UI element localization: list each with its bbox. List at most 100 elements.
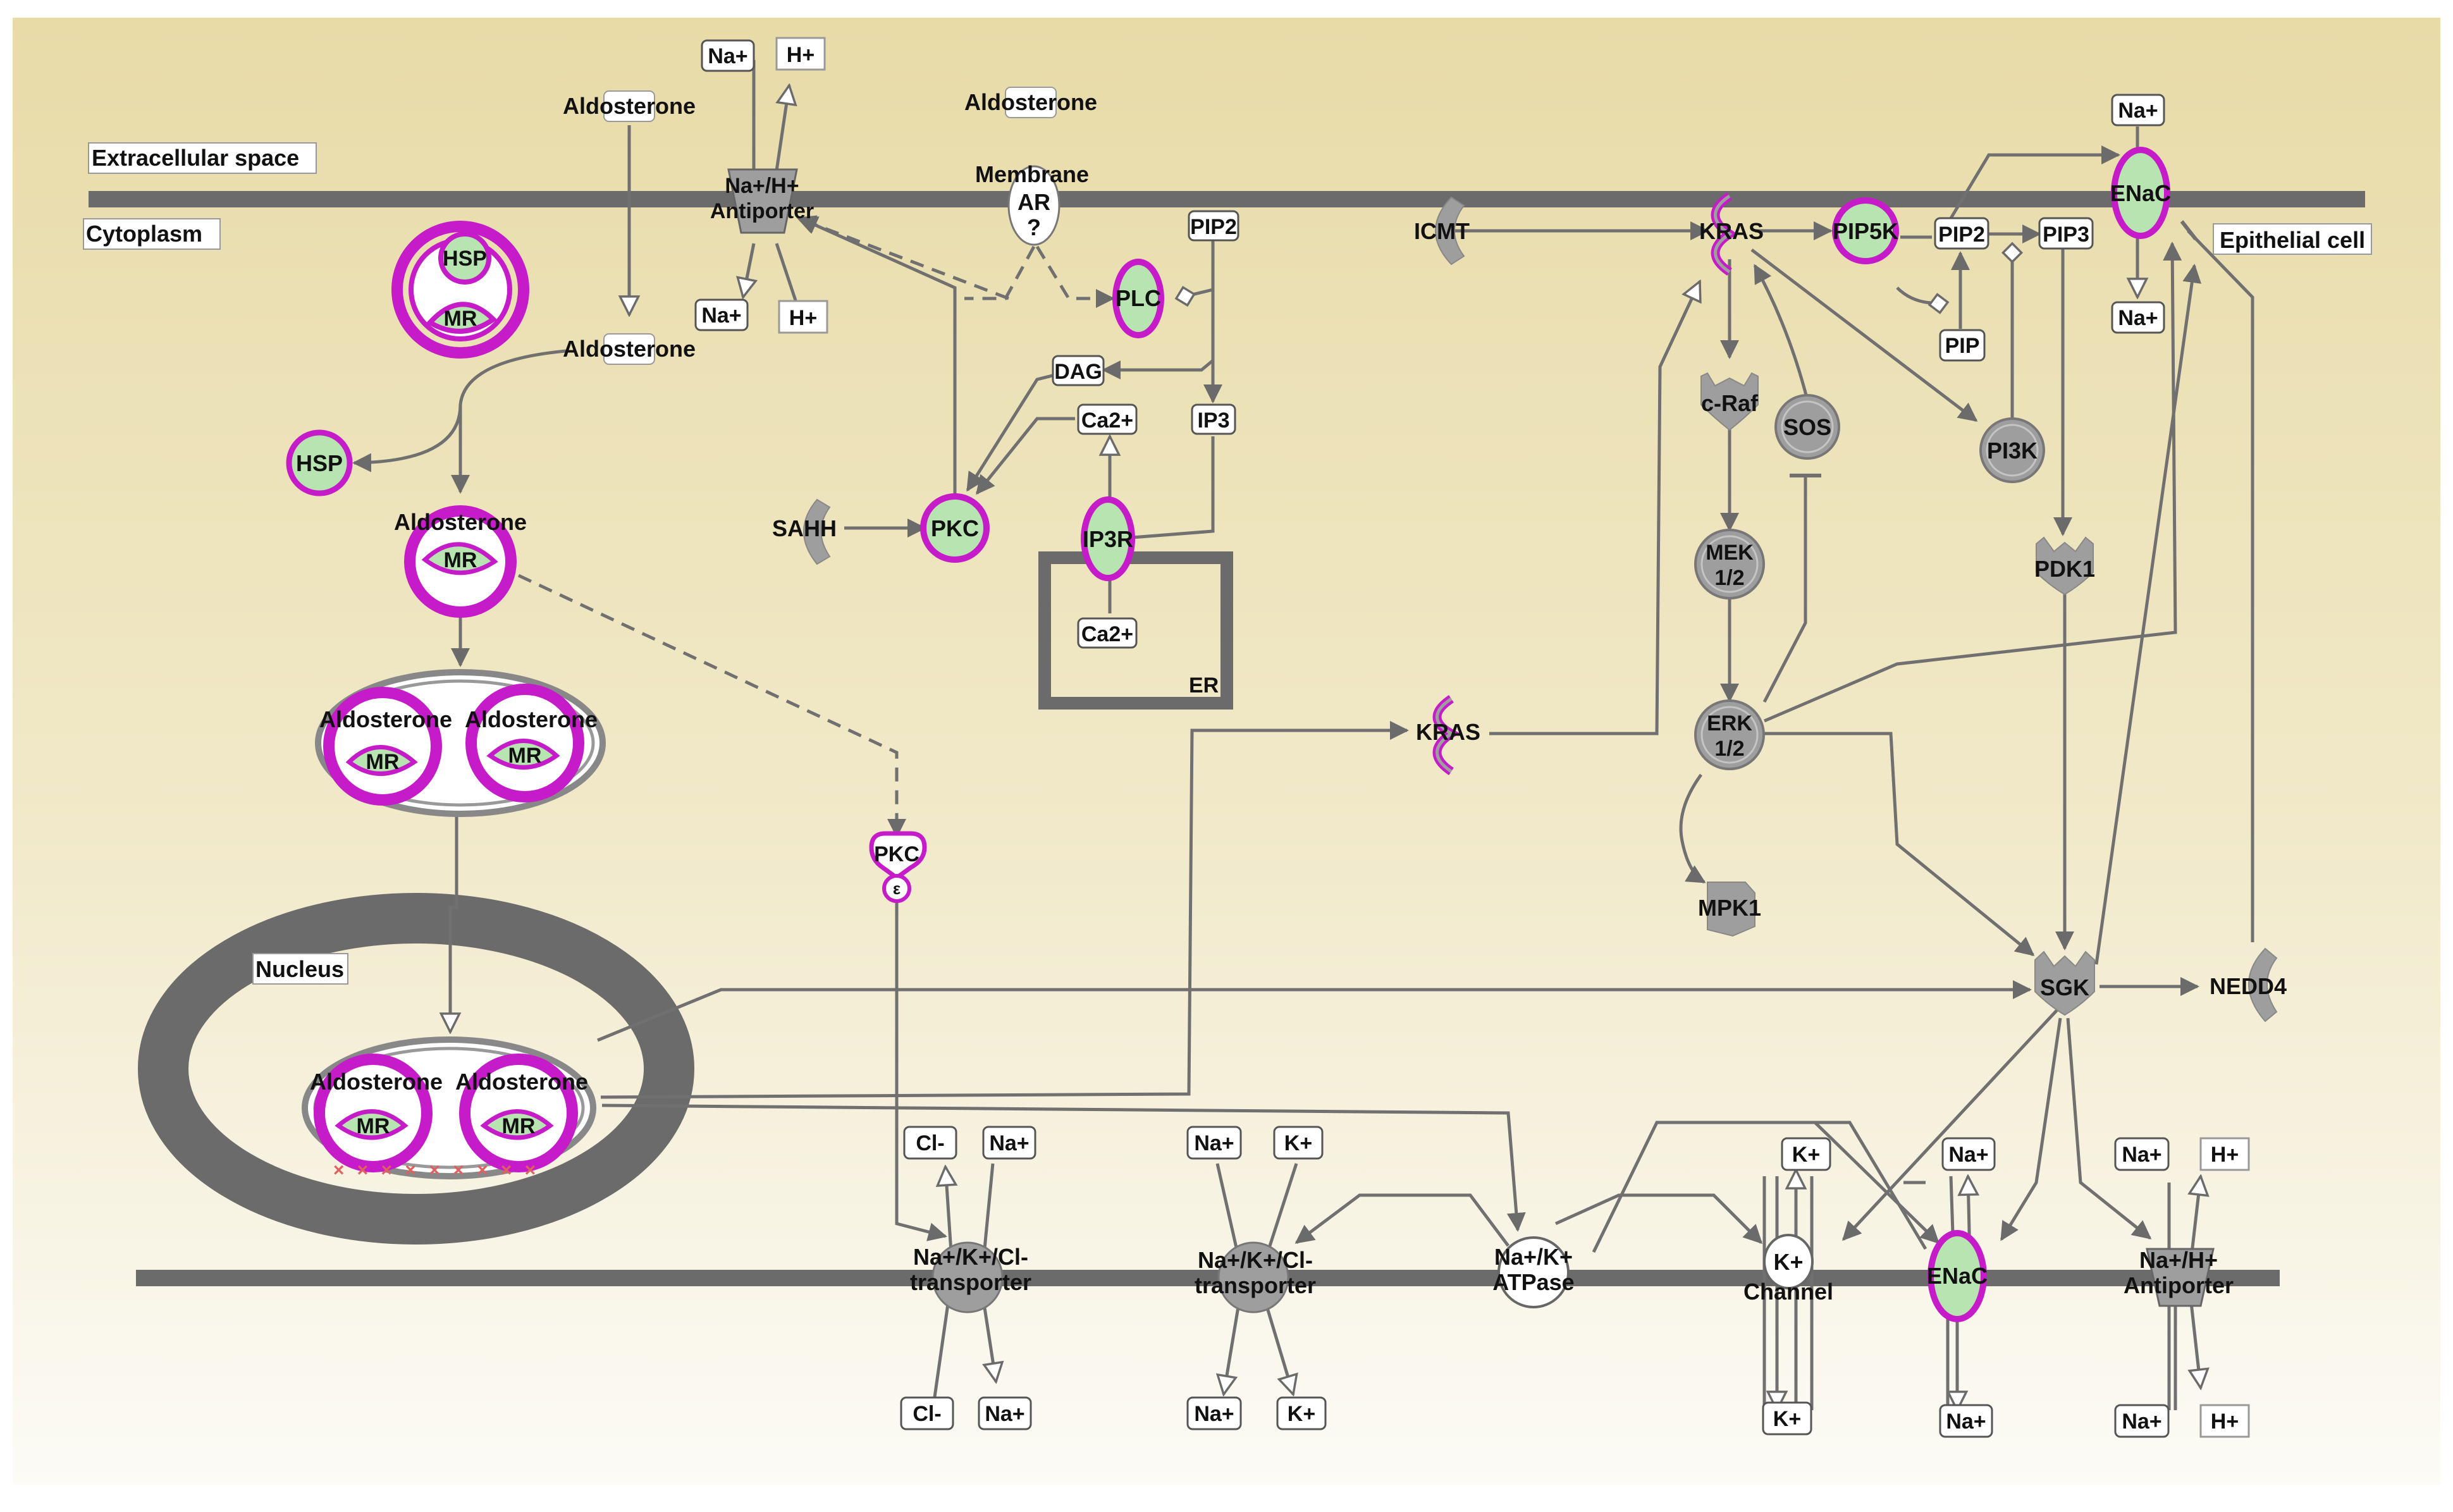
hsp-mr-complex[interactable]: HSP MR: [391, 221, 529, 359]
c-raf-kinase[interactable]: c-Raf: [1700, 372, 1759, 431]
svg-text:Nucleus: Nucleus: [255, 956, 344, 982]
svg-text:ENaC: ENaC: [2110, 180, 2171, 206]
plasma-membrane-basolateral: [136, 1270, 2280, 1286]
nedd4-ligase[interactable]: NEDD4: [2210, 947, 2287, 1023]
svg-text:AR: AR: [1017, 189, 1050, 215]
k-ion-out-channel: K+: [1781, 1137, 1831, 1171]
svg-text:Na+: Na+: [1194, 1131, 1234, 1155]
ip3-node[interactable]: IP3: [1191, 403, 1236, 435]
svg-text:Aldosterone: Aldosterone: [310, 1069, 443, 1095]
svg-text:1/2: 1/2: [1714, 566, 1744, 590]
na-ion-out-1: Na+: [982, 1126, 1036, 1160]
dag-node[interactable]: DAG: [1052, 355, 1105, 386]
svg-text:1/2: 1/2: [1714, 737, 1744, 761]
na-ion-nhe-in: Na+: [2114, 1404, 2170, 1438]
svg-text:PKC: PKC: [931, 515, 979, 541]
svg-text:Membrane: Membrane: [975, 161, 1089, 187]
pip2-node-plc[interactable]: PIP2: [1188, 210, 1239, 242]
svg-text:Cl-: Cl-: [916, 1131, 944, 1155]
mek-1-2-kinase[interactable]: MEK 1/2: [1694, 529, 1765, 599]
svg-text:DAG: DAG: [1054, 360, 1102, 384]
svg-text:Ca2+: Ca2+: [1081, 622, 1133, 646]
svg-text:PDK1: PDK1: [2034, 556, 2095, 582]
pkc-kinase[interactable]: PKC: [920, 493, 990, 563]
h-ion-cytoplasm: H+: [778, 300, 828, 334]
pi3k-kinase[interactable]: PI3K: [1979, 417, 2045, 483]
pip-node[interactable]: PIP: [1939, 329, 1986, 362]
svg-text:Aldosterone: Aldosterone: [455, 1069, 588, 1095]
aldosterone-mr-dimer-nucleus[interactable]: MR MR Aldosterone Aldosterone × × × × × …: [302, 1036, 596, 1181]
plc-enzyme[interactable]: PLC: [1112, 259, 1164, 338]
svg-text:SAHH: SAHH: [772, 515, 837, 541]
pip5k-kinase[interactable]: PIP5K: [1832, 197, 1899, 264]
calcium-cytoplasm[interactable]: Ca2+: [1077, 403, 1138, 435]
svg-text:KRAS: KRAS: [1699, 218, 1764, 244]
nucleus-label: Nucleus: [252, 953, 348, 985]
svg-text:SOS: SOS: [1783, 414, 1831, 440]
pdk1-kinase[interactable]: PDK1: [2034, 536, 2095, 596]
svg-text:K+: K+: [1284, 1131, 1312, 1155]
na-h-antiporter-basolateral[interactable]: Na+/H+ Antiporter: [2124, 1247, 2234, 1307]
kras-membrane[interactable]: KRAS: [1699, 192, 1764, 276]
mpk1-kinase[interactable]: MPK1: [1698, 882, 1761, 937]
hsp-released[interactable]: HSP: [286, 429, 353, 496]
ip3r-receptor[interactable]: IP3R: [1081, 496, 1135, 581]
svg-text:MR: MR: [366, 750, 400, 774]
pkc-epsilon-kinase[interactable]: PKC ε: [869, 831, 927, 903]
enac-basolateral-channel[interactable]: ENaC: [1927, 1230, 1988, 1322]
pip2-node-right[interactable]: PIP2: [1934, 217, 1989, 250]
kras-cytoplasm[interactable]: KRAS: [1416, 695, 1480, 775]
svg-text:MEK: MEK: [1706, 541, 1754, 565]
membrane-ar-receptor[interactable]: Membrane AR ?: [975, 161, 1089, 246]
svg-text:MR: MR: [357, 1114, 390, 1138]
enac-apical-channel[interactable]: ENaC: [2110, 147, 2171, 239]
erk-1-2-kinase[interactable]: ERK 1/2: [1694, 699, 1765, 770]
na-k-atpase[interactable]: Na+/K+ ATPase: [1492, 1236, 1575, 1308]
sos-protein[interactable]: SOS: [1774, 394, 1840, 460]
svg-text:KRAS: KRAS: [1416, 719, 1480, 745]
svg-text:MR: MR: [444, 307, 477, 331]
svg-text:Aldosterone: Aldosterone: [394, 509, 527, 535]
na-ion-out-2: Na+: [1186, 1126, 1242, 1160]
svg-text:Ca2+: Ca2+: [1081, 409, 1133, 433]
svg-text:IP3: IP3: [1197, 409, 1229, 433]
na-h-antiporter-apical[interactable]: Na+/H+ Antiporter: [710, 168, 814, 234]
sahh-enzyme[interactable]: SAHH: [772, 498, 837, 565]
na-k-cl-transporter-1[interactable]: Na+/K+/Cl- transporter: [910, 1241, 1031, 1313]
svg-text:ERK: ERK: [1707, 711, 1752, 735]
svg-text:ATPase: ATPase: [1492, 1269, 1574, 1295]
svg-text:PKC: PKC: [874, 842, 919, 866]
er-label: ER: [1189, 673, 1219, 698]
icmt-enzyme[interactable]: ICMT: [1414, 196, 1470, 266]
svg-text:Na+/H+: Na+/H+: [725, 174, 799, 198]
svg-text:Na+: Na+: [1194, 1402, 1234, 1426]
svg-text:PLC: PLC: [1116, 285, 1161, 311]
svg-text:Cytoplasm: Cytoplasm: [86, 221, 202, 247]
svg-text:c-Raf: c-Raf: [1701, 390, 1759, 416]
k-channel[interactable]: K+ Channel: [1743, 1234, 1833, 1305]
svg-text:?: ?: [1027, 214, 1041, 240]
svg-text:PI3K: PI3K: [1987, 438, 2038, 464]
svg-text:Na+: Na+: [2118, 99, 2158, 123]
svg-text:× × × × × × × × ×: × × × × × × × × ×: [333, 1160, 539, 1181]
cytoplasm-label: Cytoplasm: [83, 218, 221, 250]
svg-text:H+: H+: [2211, 1143, 2239, 1167]
svg-text:Na+: Na+: [989, 1131, 1029, 1155]
aldosterone-extracellular[interactable]: Aldosterone: [563, 90, 696, 122]
pip3-node[interactable]: PIP3: [2038, 217, 2094, 250]
svg-text:Aldosterone: Aldosterone: [964, 89, 1097, 115]
na-ion-nhe-out: Na+: [2114, 1137, 2170, 1171]
aldosterone-mr-complex[interactable]: MR Aldosterone: [394, 505, 527, 618]
pathway-edges: [352, 60, 2254, 1253]
k-ion-out-2: K+: [1273, 1126, 1324, 1160]
aldosterone-cytoplasm[interactable]: Aldosterone: [563, 333, 696, 365]
svg-text:Na+/K+: Na+/K+: [1494, 1244, 1573, 1270]
na-k-cl-transporter-2[interactable]: Na+/K+/Cl- transporter: [1195, 1241, 1316, 1313]
svg-text:Na+/K+/Cl-: Na+/K+/Cl-: [913, 1244, 1028, 1270]
svg-text:ICMT: ICMT: [1414, 218, 1470, 244]
sgk-kinase[interactable]: SGK: [2034, 950, 2095, 1016]
aldosterone-membrane[interactable]: Aldosterone: [964, 87, 1097, 118]
aldosterone-mr-dimer-cytoplasm[interactable]: MR MR Aldosterone Aldosterone: [315, 669, 606, 817]
calcium-er[interactable]: Ca2+: [1077, 617, 1138, 649]
